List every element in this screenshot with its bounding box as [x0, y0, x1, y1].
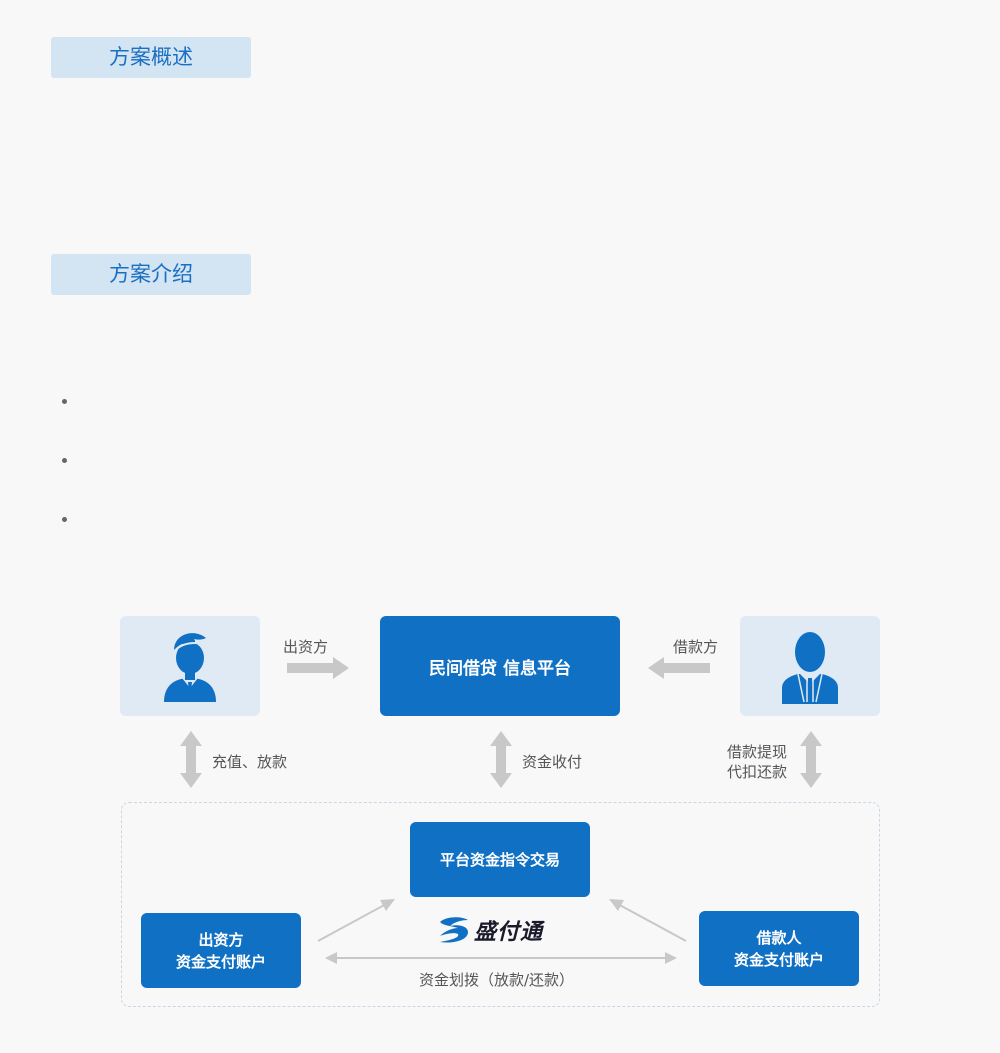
investor-role-label: 出资方 [283, 638, 329, 656]
brand-text: 盛付通 [474, 920, 544, 945]
arrow-right-vertical [800, 731, 822, 788]
investor-account-box: 出资方 资金支付账户 [141, 913, 301, 988]
businessman-icon [782, 632, 838, 704]
instruction-label: 平台资金指令交易 [439, 851, 560, 869]
platform-label: 民间借贷 信息平台 [429, 658, 571, 679]
section-title-intro: 方案介绍 [51, 254, 251, 295]
center-flow-label: 资金收付 [522, 753, 583, 771]
bullet-3 [62, 517, 67, 522]
platform-box: 民间借贷 信息平台 [380, 616, 620, 716]
investor-account-line1: 出资方 [198, 930, 244, 949]
arrow-investor-to-platform [287, 657, 349, 679]
section-title-overview: 方案概述 [51, 37, 251, 78]
investor-account-line2: 资金支付账户 [175, 952, 266, 971]
bullet-2 [62, 458, 67, 463]
payment-system-container [121, 802, 880, 1007]
arrow-horizontal-left [325, 952, 337, 964]
arrow-diag-right [609, 899, 624, 911]
investor-card [120, 616, 260, 716]
arrow-borrower-to-platform [648, 657, 710, 679]
transfer-label: 资金划拨（放款/还款） [419, 971, 575, 989]
arrow-horizontal-right [665, 952, 677, 964]
borrower-account-line2: 资金支付账户 [733, 950, 824, 969]
man-icon [164, 633, 216, 702]
left-flow-label: 充值、放款 [212, 753, 288, 771]
right-flow-label-2: 代扣还款 [727, 763, 788, 781]
bullet-1 [62, 399, 67, 404]
arrow-left-vertical [180, 731, 202, 788]
right-flow-label-1: 借款提现 [727, 743, 788, 761]
shengpay-logo [440, 917, 468, 943]
arrow-center-vertical [490, 731, 512, 788]
instruction-box: 平台资金指令交易 [410, 822, 590, 897]
borrower-account-line1: 借款人 [756, 928, 802, 947]
arrow-diag-left [380, 899, 395, 911]
borrower-role-label: 借款方 [673, 638, 719, 656]
borrower-account-box: 借款人 资金支付账户 [699, 911, 859, 986]
borrower-card [740, 616, 880, 716]
